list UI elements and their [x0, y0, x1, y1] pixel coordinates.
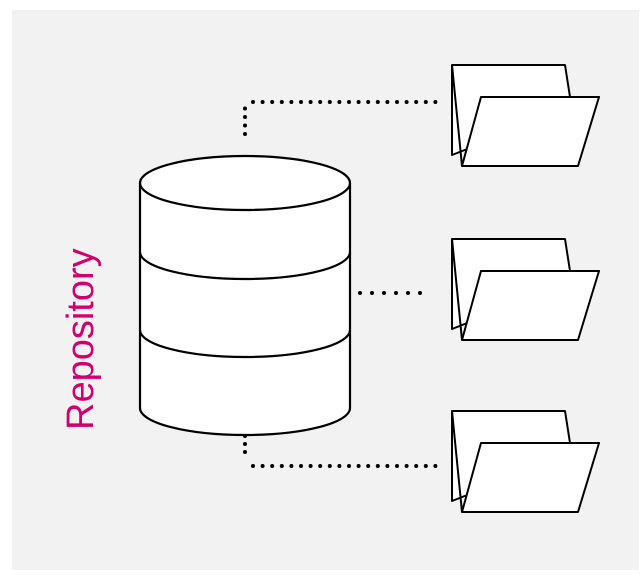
folder-middle-icon	[451, 238, 600, 341]
folder-top-icon	[451, 64, 600, 167]
database-divider-2	[138, 329, 352, 359]
folder-bottom-icon	[451, 410, 600, 513]
repository-label: Repository	[60, 248, 102, 430]
connector-bottom	[243, 434, 438, 468]
database-divider-1	[138, 251, 352, 281]
folder-back-left	[451, 64, 463, 167]
folder-front	[461, 96, 600, 167]
connector-top	[243, 100, 438, 136]
database-cylinder-icon	[138, 154, 352, 437]
database-top	[138, 154, 352, 212]
database-body	[138, 183, 352, 437]
